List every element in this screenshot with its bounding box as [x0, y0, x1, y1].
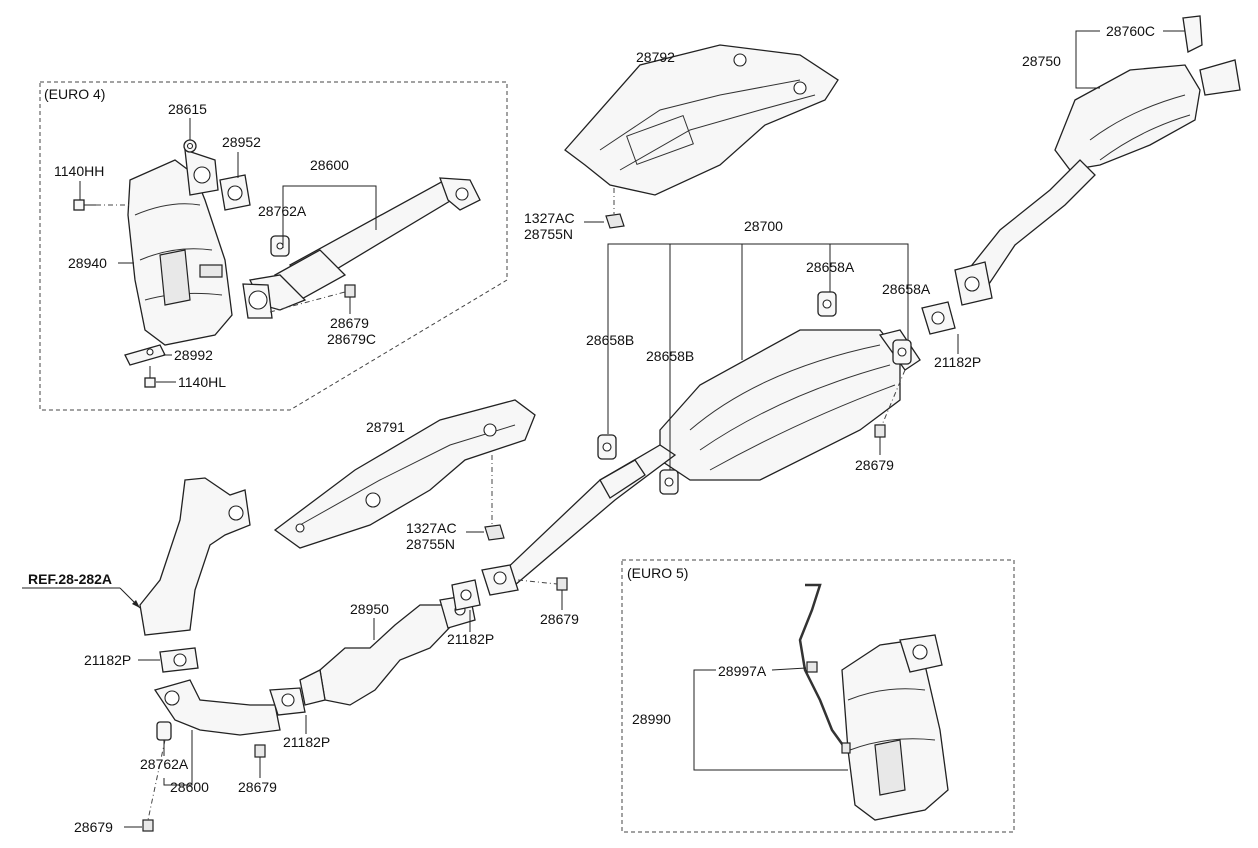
- tail-muffler-28750: [954, 15, 1241, 306]
- label-1327AC-mid: 1327AC: [406, 520, 457, 536]
- gasket-21182P-right: [921, 301, 956, 335]
- label-28679-lower: 28679: [238, 779, 277, 795]
- nut-28679-lower: [254, 744, 266, 758]
- bolt-1140HL: [144, 366, 156, 388]
- euro5-section-box: [621, 559, 1015, 833]
- label-21182P-left: 21182P: [84, 652, 131, 668]
- label-28679-mid: 28679: [540, 611, 579, 627]
- catalytic-converter-euro4: [127, 159, 233, 346]
- label-28750: 28750: [1022, 53, 1061, 69]
- front-pipe-28600-euro4: [242, 177, 481, 319]
- gasket-21182P-left: [159, 647, 199, 673]
- gasket-21182P-mid: [451, 579, 481, 611]
- label-28679-euro4: 28679: [330, 315, 369, 331]
- label-28658A-2: 28658A: [882, 281, 931, 297]
- reference-arrow: [22, 587, 141, 609]
- label-1140HH: 1140HH: [54, 163, 104, 179]
- bolt-1140HH: [73, 199, 132, 211]
- catalytic-converter-euro5: [841, 634, 949, 821]
- label-28600-euro4: 28600: [310, 157, 349, 173]
- label-21182P-low: 21182P: [283, 734, 330, 750]
- label-28755N-mid: 28755N: [406, 536, 455, 552]
- label-28791: 28791: [366, 419, 405, 435]
- label-28762A-euro4: 28762A: [258, 203, 307, 219]
- flange-gasket-28952: [184, 149, 251, 211]
- label-28679-bottom: 28679: [74, 819, 113, 835]
- label-28679-right: 28679: [855, 457, 894, 473]
- label-28990: 28990: [632, 711, 671, 727]
- hanger-rubber-28658B-1: [597, 434, 617, 460]
- sensor-pipe-28997A: [798, 583, 851, 754]
- bracket-28992: [124, 344, 166, 366]
- nut-28679-mid: [517, 577, 568, 591]
- sensor-28615: [183, 139, 197, 153]
- label-28762A-lower: 28762A: [140, 756, 189, 772]
- nut-1327AC-top: [605, 188, 625, 229]
- label-28992: 28992: [174, 347, 213, 363]
- nut-1327AC-mid: [484, 455, 505, 541]
- label-28600-lower: 28600: [170, 779, 209, 795]
- hanger-28762A-lower: [156, 721, 172, 741]
- label-1327AC-top: 1327AC: [524, 210, 575, 226]
- label-28952: 28952: [222, 134, 261, 150]
- label-28658A-1: 28658A: [806, 259, 855, 275]
- label-28700: 28700: [744, 218, 783, 234]
- hanger-28762A-euro4: [270, 235, 290, 257]
- hanger-rubber-28658B-2: [659, 469, 679, 495]
- label-28792: 28792: [636, 49, 675, 65]
- heat-shield-28792: [564, 44, 839, 196]
- flange-ref-pipe: [139, 477, 251, 636]
- euro4-section-title: (EURO 4): [44, 86, 105, 102]
- label-28615: 28615: [168, 101, 207, 117]
- label-28755N-top: 28755N: [524, 226, 573, 242]
- label-28760C: 28760C: [1106, 23, 1155, 39]
- hanger-rubber-28658A-2: [892, 339, 912, 365]
- label-21182P-right: 21182P: [934, 354, 981, 370]
- reference-label: REF.28-282A: [28, 571, 112, 587]
- label-28679C: 28679C: [327, 331, 376, 347]
- heat-shield-28791: [273, 399, 536, 549]
- label-21182P-mid: 21182P: [447, 631, 494, 647]
- euro5-section-title: (EURO 5): [627, 565, 688, 581]
- label-28658B-2: 28658B: [646, 348, 694, 364]
- label-28997A: 28997A: [718, 663, 767, 679]
- label-28950: 28950: [350, 601, 389, 617]
- flange-center-pipe: [481, 564, 519, 596]
- front-pipe-28600-lower: [153, 679, 306, 736]
- euro4-section-box: [39, 81, 508, 411]
- nut-28679-bottom: [142, 739, 166, 832]
- label-1140HL: 1140HL: [178, 374, 226, 390]
- label-28658B-1: 28658B: [586, 332, 634, 348]
- label-28940: 28940: [68, 255, 107, 271]
- hanger-rubber-28658A-1: [817, 291, 837, 317]
